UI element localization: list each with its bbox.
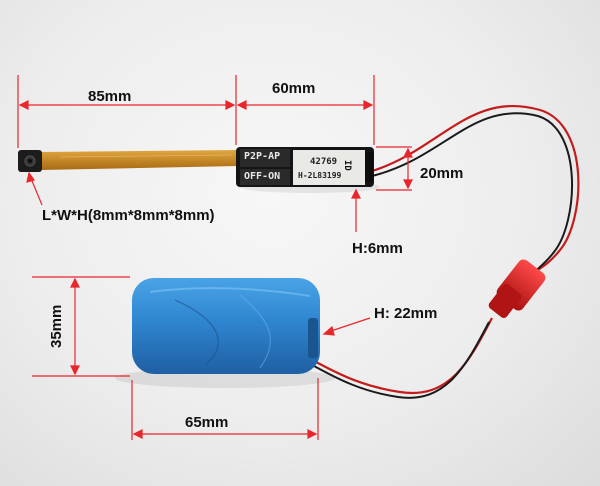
camera-size-label: L*W*H(8mm*8mm*8mm) bbox=[42, 207, 215, 224]
battery-length-label: 65mm bbox=[185, 414, 229, 431]
red-connector bbox=[488, 259, 546, 318]
battery-height-label: H: 22mm bbox=[374, 305, 438, 322]
battery-red-wire bbox=[315, 317, 493, 395]
module-switch-label-bottom: OFF-ON bbox=[244, 171, 281, 182]
battery-black-wire bbox=[313, 321, 490, 399]
black-wire bbox=[371, 112, 573, 279]
module-id-code: H-2L83199 bbox=[298, 171, 342, 180]
flex-cable bbox=[40, 150, 238, 170]
battery-width-label: 35mm bbox=[48, 304, 65, 348]
module-length-label: 60mm bbox=[272, 80, 316, 97]
cable-length-label: 85mm bbox=[88, 88, 132, 105]
module-width-label: 20mm bbox=[420, 165, 464, 182]
camera-head bbox=[18, 150, 42, 172]
module-height-label: H:6mm bbox=[352, 240, 403, 257]
module-id-number: 42769 bbox=[310, 157, 338, 167]
module-id-label: ID bbox=[342, 160, 352, 171]
red-wire bbox=[371, 104, 580, 276]
module-switch-label-top: P2P-AP bbox=[244, 151, 281, 162]
battery-pack bbox=[132, 278, 320, 374]
wifi-module bbox=[236, 147, 374, 187]
